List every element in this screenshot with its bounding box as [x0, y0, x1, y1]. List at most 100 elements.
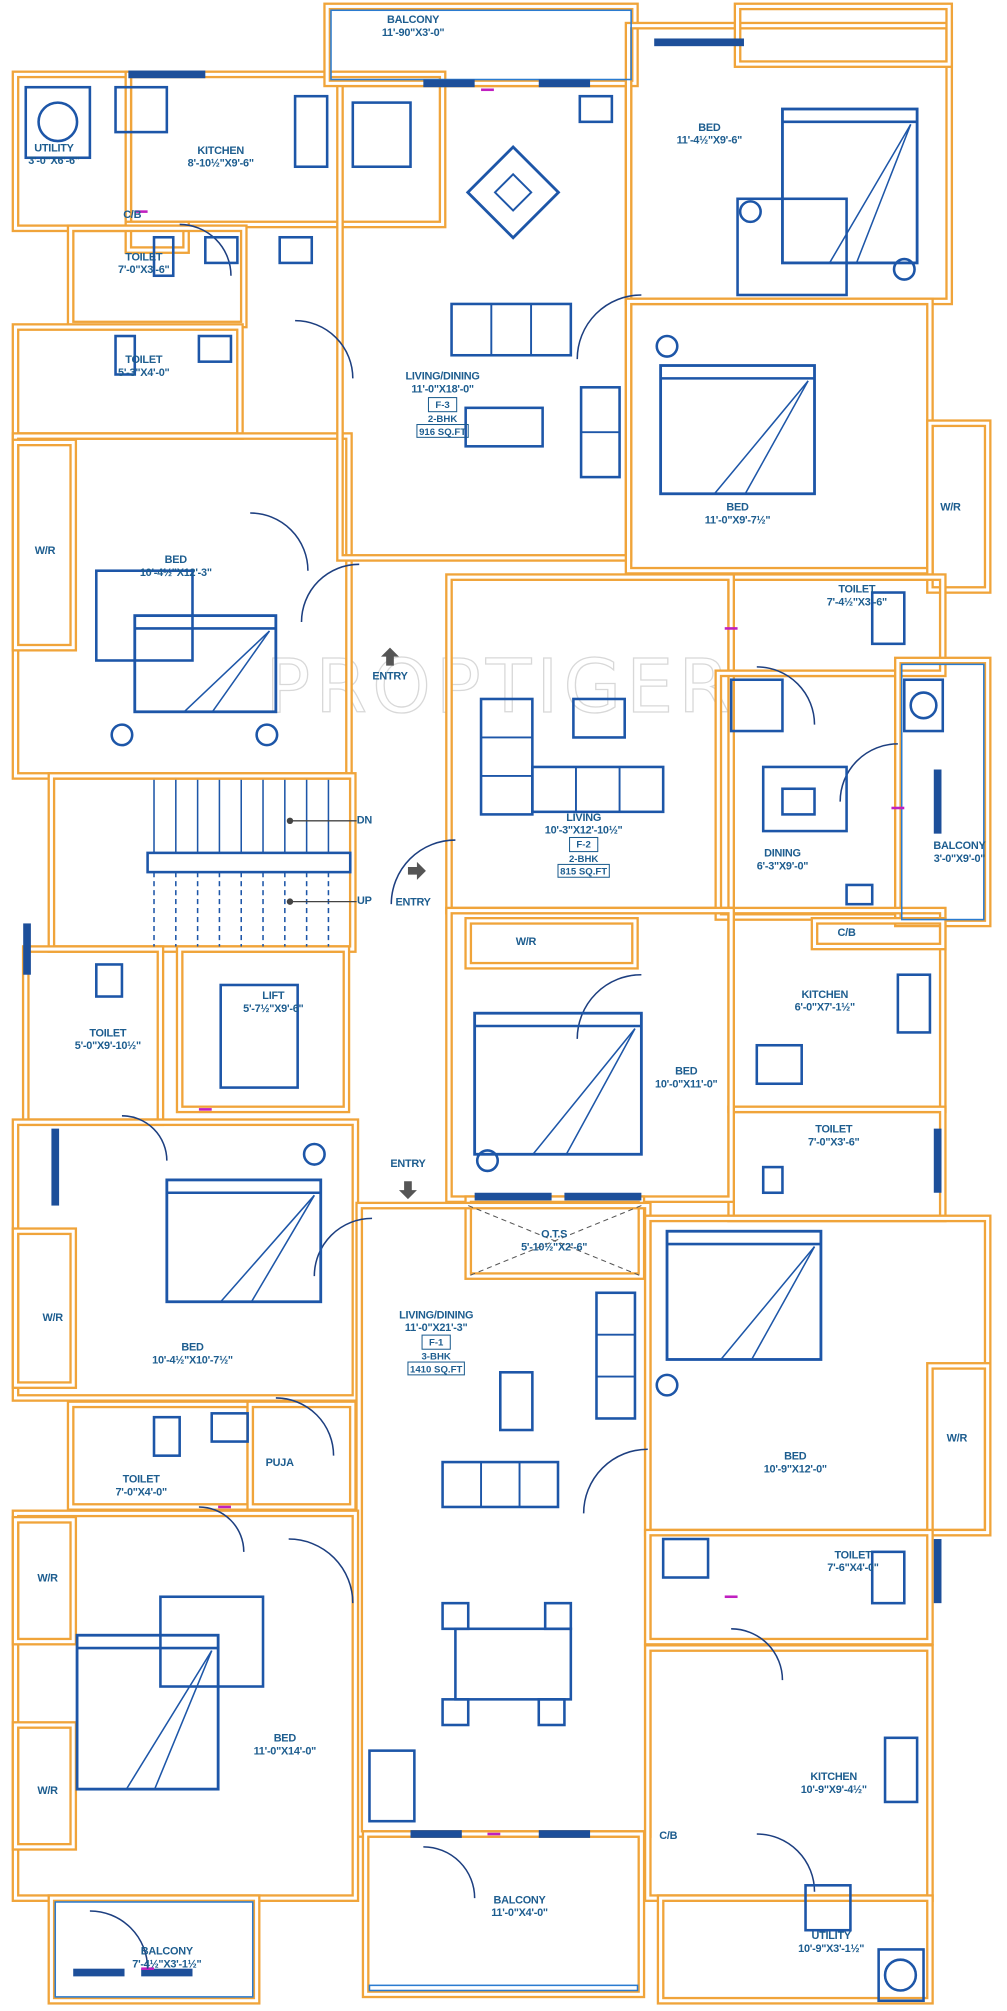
wall-core — [736, 4, 951, 66]
furniture — [24, 85, 945, 2003]
room-name: TOILET — [89, 1027, 127, 1039]
side-table — [255, 723, 279, 747]
bed — [781, 107, 919, 265]
wall-core — [248, 1402, 355, 1509]
wall — [464, 917, 639, 970]
window — [538, 79, 591, 88]
armchair — [159, 1595, 265, 1688]
bed-sheet-fold — [153, 1650, 213, 1790]
washing-machine-drum — [909, 691, 938, 720]
window — [933, 1128, 942, 1193]
room-name: TOILET — [838, 584, 876, 596]
watermark: PROPTIGER — [265, 643, 735, 730]
bed-frame — [165, 1178, 323, 1304]
chair — [441, 1698, 470, 1727]
room-name: TOILET — [125, 251, 163, 263]
window — [564, 1192, 642, 1201]
chair — [537, 1698, 566, 1727]
washing-machine — [24, 85, 92, 160]
window — [933, 769, 942, 834]
bed-frame — [665, 1229, 823, 1361]
wall-core — [364, 1832, 643, 1996]
entry-label: ENTRY — [395, 896, 431, 908]
sofa — [441, 1460, 560, 1509]
sofa — [479, 697, 534, 816]
room-name: TOILET — [125, 354, 163, 366]
bed-sheet-fold — [532, 1028, 636, 1155]
wall — [810, 917, 947, 951]
wall-core — [646, 1646, 932, 1900]
sofa-frame — [531, 765, 665, 814]
window — [538, 1830, 591, 1838]
wall-core — [627, 299, 932, 573]
wall-core — [325, 4, 637, 85]
fridge — [368, 1749, 416, 1823]
wall-core — [13, 1229, 75, 1387]
room-size: 11'-0"X21'-3" — [405, 1322, 468, 1334]
fridge — [729, 678, 784, 733]
wall-core — [13, 1723, 75, 1849]
wall-core — [447, 909, 733, 1201]
bed-frame — [781, 107, 919, 265]
stair-up-dot — [286, 898, 294, 905]
sofa-frame — [479, 697, 534, 816]
sink — [578, 94, 614, 124]
window — [474, 1192, 552, 1201]
table-top — [465, 145, 561, 240]
room-name: W/R — [37, 1572, 58, 1584]
room-size: 5'-3"X4'-0" — [118, 367, 170, 379]
side-table — [110, 723, 134, 747]
room-labels: BALCONY 11'-90"X3'-0" UTILITY 3'-0"X6'-6… — [28, 14, 986, 1970]
room-name: BALCONY — [387, 14, 440, 26]
wc — [152, 1415, 181, 1457]
bed — [133, 614, 278, 714]
side-table — [892, 257, 916, 281]
room-size: 11'-0"X4'-0" — [491, 1907, 548, 1919]
room-size: 7'-4½"X3'-1½" — [132, 1958, 201, 1970]
side-table — [738, 200, 762, 224]
door-swing — [121, 1115, 168, 1161]
wc — [114, 334, 137, 376]
stair-up-label: UP — [357, 895, 372, 907]
door-swing — [295, 319, 354, 379]
room-name: KITCHEN — [810, 1771, 857, 1783]
bed — [665, 1229, 823, 1361]
room-size: 7'-4½"X3'-6" — [827, 596, 887, 608]
washing-machine — [903, 678, 945, 733]
wall — [643, 1214, 992, 1537]
room-size: 7'-0"X4'-0" — [115, 1486, 167, 1498]
room-name: BALCONY — [933, 840, 986, 852]
wall — [445, 906, 735, 1204]
room-name: W/R — [35, 545, 56, 557]
wall — [355, 1201, 652, 1838]
flat-area: 815 SQ.FT — [560, 867, 607, 878]
washing-machine — [877, 1948, 925, 2003]
bed-sheet-fold — [183, 630, 270, 713]
balcony-railing — [330, 9, 632, 81]
room-size: 11'-4½"X9'-6" — [677, 135, 743, 147]
room-size: 11'-0"X18'-0" — [411, 383, 474, 395]
wall — [643, 1528, 934, 1646]
room-name: BED — [698, 122, 721, 134]
room-size: 11'-0"X9'-7½" — [705, 514, 771, 526]
wall-core — [126, 72, 445, 226]
bed-sheet-fold — [744, 380, 809, 495]
washing-machine-drum — [883, 1958, 918, 1992]
flat-area-box — [557, 863, 610, 878]
room-name: BED — [784, 1451, 807, 1463]
wall-core — [49, 774, 355, 951]
bed-sheet-fold — [855, 124, 912, 264]
wall — [175, 945, 351, 1114]
bed-sheet-fold — [250, 1194, 315, 1303]
wash-basin — [197, 334, 233, 363]
bed-sheet-fold — [713, 380, 809, 495]
room-name: PUJA — [266, 1457, 294, 1469]
dining-table — [761, 765, 848, 833]
wall — [733, 2, 954, 68]
room-name: BED — [675, 1066, 698, 1078]
room-name: W/R — [37, 1785, 58, 1797]
door-swing — [179, 223, 232, 276]
flat-id-box — [427, 397, 458, 413]
wall-core — [338, 81, 631, 560]
